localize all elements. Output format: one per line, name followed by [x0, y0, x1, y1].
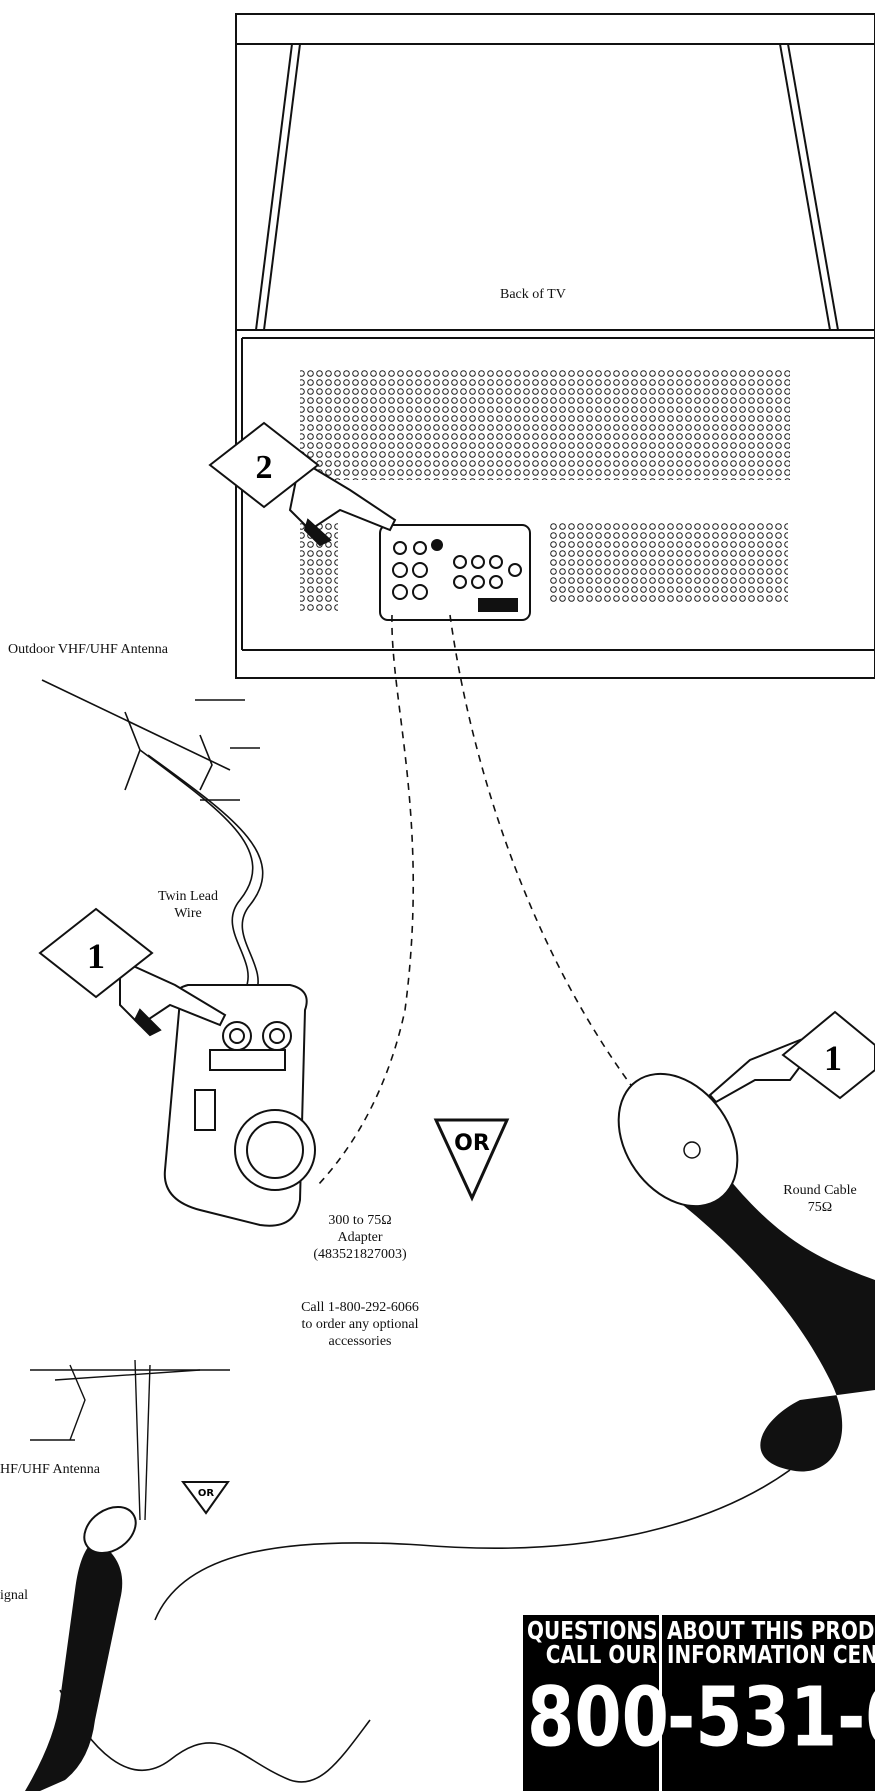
- jack-panel: [379, 524, 531, 621]
- label-adapter-line3: (483521827003): [313, 1247, 407, 1262]
- label-round-cable: Round Cable 75Ω: [770, 1182, 870, 1216]
- label-adapter-line2: Adapter: [337, 1230, 383, 1245]
- signal-connector: [83, 1506, 137, 1554]
- round-cable: [617, 1072, 875, 1472]
- label-round-cable-line2: 75Ω: [807, 1200, 833, 1215]
- info-center-banner: QUESTIONS CALL OUR 800 ABOUT THIS PRODU …: [523, 1615, 875, 1791]
- vent-grille-right: [548, 522, 788, 604]
- banner-left-column: QUESTIONS CALL OUR 800: [527, 1615, 669, 1791]
- label-adapter-line1: 300 to 75Ω: [328, 1213, 392, 1228]
- label-call-to-order: Call 1-800-292-6066 to order any optiona…: [270, 1299, 450, 1350]
- banner-right-line1: ABOUT THIS PRODU: [667, 1615, 875, 1645]
- label-antenna-partial: HF/UHF Antenna: [0, 1462, 100, 1477]
- signal-cable: [59, 1469, 791, 1783]
- label-signal-partial: ignal: [0, 1588, 28, 1603]
- pointing-hand-step-2: [288, 458, 397, 547]
- signal-cable-end: [25, 1540, 123, 1791]
- or-text-large: OR: [454, 1131, 490, 1156]
- or-marker-large: OR: [433, 1118, 510, 1202]
- banner-divider: [659, 1615, 662, 1791]
- second-antenna: [30, 1359, 230, 1521]
- or-marker-small: OR: [181, 1481, 230, 1515]
- banner-right-column: ABOUT THIS PRODU INFORMATION CENT -531-0…: [667, 1615, 875, 1791]
- label-twin-lead-line2: Wire: [174, 906, 202, 921]
- label-twin-lead: Twin Lead Wire: [148, 888, 228, 922]
- step-number-1-left: 1: [87, 936, 105, 976]
- banner-left-line1: QUESTIONS: [527, 1615, 658, 1645]
- step-card-1-right: 1: [781, 1010, 875, 1100]
- pointing-hand-step-1-left: [119, 958, 227, 1037]
- banner-right-number: -531-0039: [667, 1671, 875, 1766]
- dashed-cables: [317, 614, 651, 1186]
- step-number-2: 2: [256, 449, 273, 486]
- label-call-line2: to order any optional: [301, 1317, 419, 1332]
- banner-right-line2: INFORMATION CENT: [667, 1639, 875, 1669]
- label-call-line1: Call 1-800-292-6066: [301, 1300, 419, 1315]
- or-text-small: OR: [198, 1488, 215, 1499]
- label-back-of-tv: Back of TV: [500, 287, 566, 302]
- banner-left-number: 800: [527, 1671, 669, 1766]
- step-number-1-right: 1: [824, 1038, 842, 1078]
- banner-left-line2: CALL OUR: [545, 1639, 657, 1669]
- adapter-300-75: [163, 984, 316, 1227]
- label-twin-lead-line1: Twin Lead: [157, 889, 219, 904]
- label-adapter: 300 to 75Ω Adapter (483521827003): [295, 1212, 425, 1263]
- label-call-line3: accessories: [328, 1334, 392, 1349]
- step-card-1-left: 1: [38, 907, 154, 999]
- label-outdoor-antenna: Outdoor VHF/UHF Antenna: [8, 642, 168, 657]
- outdoor-antenna: [41, 679, 264, 996]
- tv-back: [235, 13, 875, 679]
- vent-grille-top: [300, 370, 790, 480]
- label-round-cable-line1: Round Cable: [783, 1183, 857, 1198]
- step-card-2: 2: [208, 421, 320, 509]
